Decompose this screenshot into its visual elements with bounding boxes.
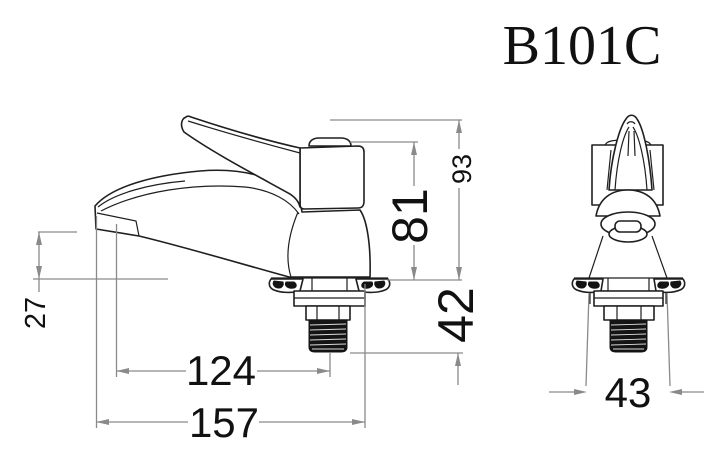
front-lever-arch — [608, 114, 653, 191]
dim-base-width: 43 — [605, 369, 652, 416]
dim-overall-length: 157 — [189, 399, 259, 446]
front-flange-band — [596, 278, 662, 292]
arrow-27-down — [36, 266, 42, 279]
dim-spout-reach: 124 — [186, 347, 256, 394]
hex-nut-facets — [316, 306, 340, 320]
arrow-27-up — [36, 232, 42, 245]
neck-front-accent — [287, 211, 299, 278]
front-outlet-slot — [614, 220, 642, 233]
thread-hatching — [309, 323, 347, 350]
front-trunk-sides — [588, 235, 668, 304]
aerator-tip — [96, 212, 140, 237]
dim-spout-outlet-height: 27 — [20, 297, 52, 329]
cartridge-housing — [299, 145, 365, 210]
front-lug-right-detail — [657, 280, 682, 289]
arrow-93-up — [456, 120, 462, 133]
front-view-drawing — [571, 114, 686, 353]
arrow-93-down — [456, 267, 462, 280]
arrow-157-right — [352, 419, 365, 425]
arrow-43-right-in — [669, 389, 682, 395]
flange-lug-right-detail — [361, 280, 386, 289]
arrow-124-right — [317, 368, 330, 374]
dim-thread-length: 42 — [428, 287, 484, 343]
arrow-81-down — [411, 267, 417, 280]
flange-band — [303, 278, 356, 292]
front-lever-apex — [626, 121, 636, 157]
front-dome — [595, 189, 661, 217]
front-lug-left-detail — [575, 280, 600, 289]
hex-nut — [305, 305, 351, 321]
front-lever-inner-right — [632, 126, 648, 191]
lever-handle — [180, 115, 301, 208]
lever-top-accent — [187, 120, 301, 154]
front-hex-facets — [616, 306, 642, 320]
arrow-124-left — [116, 368, 129, 374]
arrow-81-up — [411, 142, 417, 155]
faucet-spout-body — [94, 169, 371, 278]
arrow-42-up — [455, 353, 461, 366]
dim-overall-height: 93 — [447, 154, 477, 184]
front-hex-nut — [603, 305, 655, 321]
housing-cap — [308, 137, 352, 147]
spout-ridge-line — [100, 185, 300, 215]
model-number: B101C — [503, 15, 662, 77]
flange-lug-left-detail — [272, 280, 297, 289]
front-lever-wings — [606, 149, 655, 191]
spout-top-accent — [97, 180, 186, 208]
front-thread-hatching — [610, 323, 647, 350]
side-view-drawing — [94, 115, 391, 353]
arrow-157-left — [96, 419, 109, 425]
front-lever-inner-left — [614, 126, 630, 191]
dim-body-height: 81 — [382, 188, 438, 244]
dimension-lines — [33, 119, 704, 428]
arrow-43-left-in — [574, 389, 587, 395]
